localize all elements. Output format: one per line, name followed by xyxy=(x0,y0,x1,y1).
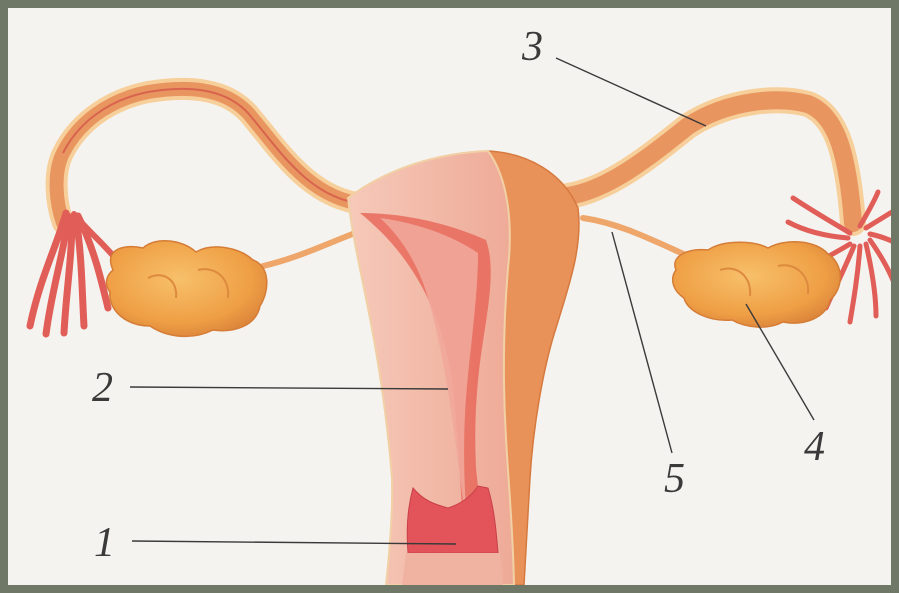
left-ovary xyxy=(106,241,266,337)
left-fimbriae xyxy=(30,213,120,334)
callout-2: 2 xyxy=(92,365,113,411)
callout-1: 1 xyxy=(94,520,115,566)
left-ovarian-ligament xyxy=(263,230,363,266)
callout-4: 4 xyxy=(804,424,825,470)
right-fallopian-tube xyxy=(568,100,853,223)
anatomy-figure: 1 2 3 4 5 xyxy=(8,8,891,585)
leader-line-3 xyxy=(556,58,706,126)
uterus xyxy=(348,151,579,585)
leader-line-5 xyxy=(612,232,672,453)
female-reproductive-diagram: 1 2 3 4 5 xyxy=(8,8,891,585)
right-ovarian-ligament xyxy=(583,218,688,256)
callout-3: 3 xyxy=(521,24,543,70)
callout-5: 5 xyxy=(664,456,685,502)
right-ovary xyxy=(673,242,841,327)
left-fallopian-tube xyxy=(57,89,363,223)
